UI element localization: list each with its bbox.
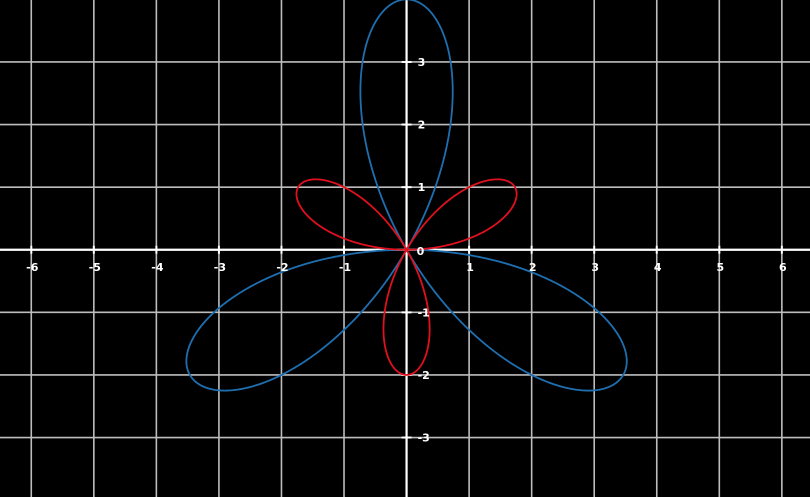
y-tick-label: -2 [418,369,430,382]
x-tick-label: -1 [339,261,351,274]
x-tick-label: 3 [591,261,599,274]
x-tick-label: -6 [26,261,39,274]
y-tick-label: -3 [418,432,430,445]
x-tick-label: 5 [716,261,724,274]
x-tick-label: 4 [654,261,662,274]
curves [185,0,628,392]
y-tick-label: -1 [418,306,430,319]
x-tick-label: 2 [529,261,537,274]
x-tick-label: -5 [89,261,101,274]
rose-curve-2 [295,178,518,376]
x-tick-label: -3 [214,261,226,274]
x-tick-label: 6 [779,261,787,274]
y-tick-label: 3 [418,56,426,69]
origin-label: 0 [417,245,425,258]
y-tick-label: 2 [418,119,426,132]
y-tick-label: 1 [418,181,426,194]
rose-curve-1 [185,0,628,392]
x-tick-label: 1 [466,261,474,274]
tick-labels: -6 -5 -4 -3 -2 -1 1 2 3 4 5 6 -3 -2 -1 1 2 3 0 [26,56,787,445]
x-tick-label: -4 [151,261,164,274]
x-tick-label: -2 [276,261,288,274]
